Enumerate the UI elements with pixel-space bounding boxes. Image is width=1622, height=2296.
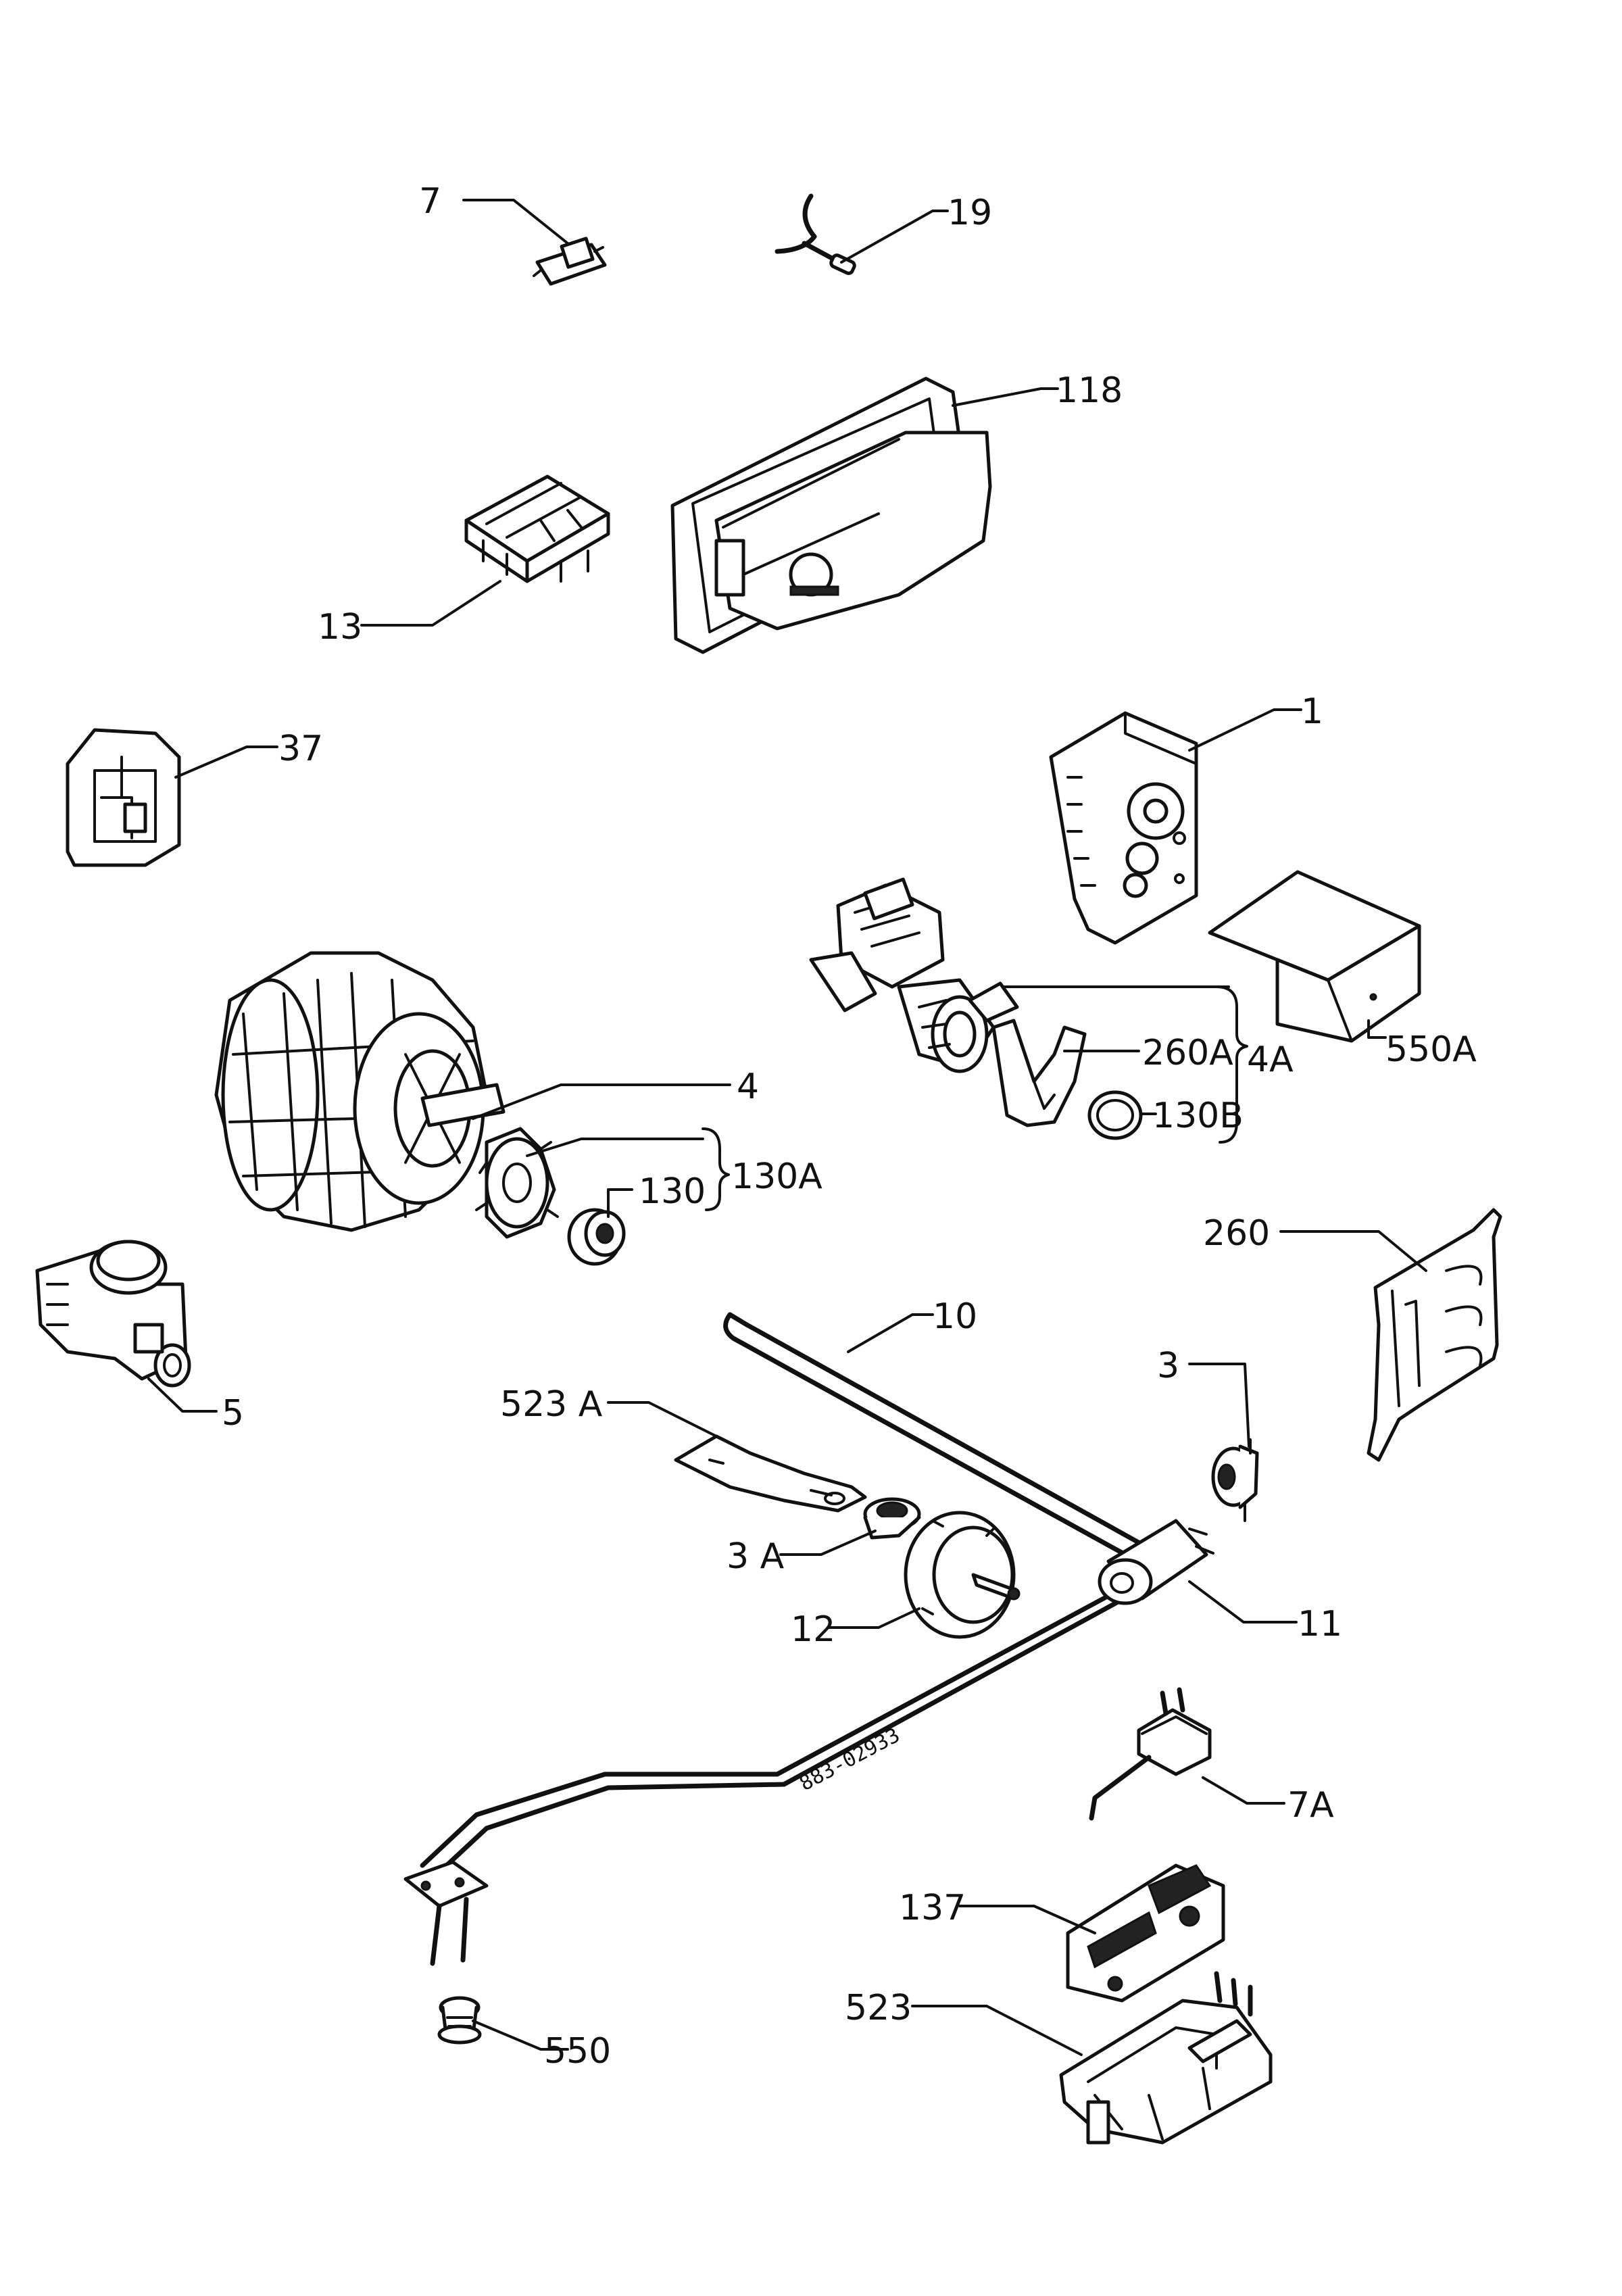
part-11-capacitor bbox=[1098, 1519, 1214, 1605]
callout-11: 11 bbox=[1298, 1604, 1342, 1644]
part-137-circuit-board bbox=[1066, 1863, 1225, 2003]
leader-137 bbox=[958, 1905, 1096, 1934]
leader-118 bbox=[952, 387, 1059, 407]
leader-550 bbox=[472, 2020, 569, 2051]
callout-7A: 7A bbox=[1287, 1785, 1334, 1826]
part-19-sensor-wire bbox=[775, 193, 856, 275]
callout-13: 13 bbox=[318, 607, 362, 648]
callout-5: 5 bbox=[222, 1393, 244, 1434]
part-4-motor bbox=[214, 951, 506, 1232]
callout-1: 1 bbox=[1301, 691, 1323, 732]
callout-3: 3 bbox=[1157, 1346, 1179, 1386]
leader-37 bbox=[174, 746, 278, 779]
part-118-dispenser bbox=[670, 376, 992, 654]
part-3-sensor bbox=[1211, 1438, 1259, 1522]
part-7-switch bbox=[533, 237, 607, 286]
callout-130B: 130B bbox=[1152, 1096, 1244, 1136]
callout-260: 260 bbox=[1203, 1213, 1270, 1254]
callout-12: 12 bbox=[791, 1609, 835, 1650]
leader-1 bbox=[1188, 708, 1302, 752]
part-550-plug bbox=[437, 1996, 482, 2045]
brace-4A bbox=[1215, 985, 1248, 1144]
leader-19 bbox=[840, 210, 949, 264]
part-1-timer bbox=[1049, 711, 1198, 945]
callout-550: 550 bbox=[544, 2031, 611, 2072]
leader-3 bbox=[1188, 1363, 1250, 1448]
callout-137: 137 bbox=[899, 1888, 966, 1928]
callout-523: 523 bbox=[845, 1988, 912, 2028]
leader-10 bbox=[847, 1313, 934, 1353]
callout-10: 10 bbox=[933, 1296, 977, 1337]
callout-130: 130 bbox=[639, 1171, 706, 1212]
leader-3A bbox=[779, 1530, 877, 1556]
part-130A-pulley bbox=[475, 1127, 559, 1239]
callout-523A: 523 A bbox=[500, 1384, 603, 1425]
leader-13 bbox=[360, 580, 501, 627]
part-5-inlet-valve bbox=[35, 1240, 191, 1388]
callout-7: 7 bbox=[419, 181, 441, 222]
part-130B-seal-ring bbox=[1087, 1090, 1143, 1140]
leader-5 bbox=[147, 1377, 218, 1413]
callout-3A: 3 A bbox=[727, 1536, 785, 1577]
leader-4 bbox=[472, 1083, 731, 1120]
leader-130 bbox=[607, 1188, 633, 1218]
callout-550A: 550A bbox=[1385, 1029, 1477, 1070]
callout-118: 118 bbox=[1056, 370, 1123, 411]
callout-37: 37 bbox=[278, 729, 323, 769]
part-37-cover bbox=[66, 728, 181, 867]
part-523-lock-housing bbox=[1059, 1971, 1273, 2145]
part-3A-thermostat bbox=[863, 1497, 921, 1540]
part-260-bracket bbox=[1367, 1208, 1502, 1462]
callout-4: 4 bbox=[737, 1067, 759, 1107]
leader-12 bbox=[827, 1607, 920, 1629]
leader-7 bbox=[462, 199, 569, 245]
leader-130A bbox=[526, 1138, 704, 1157]
callout-130A: 130A bbox=[731, 1156, 822, 1197]
leader-523A bbox=[607, 1401, 752, 1455]
leader-7A bbox=[1202, 1776, 1285, 1805]
callout-19: 19 bbox=[948, 193, 992, 233]
part-523A-bracket bbox=[674, 1434, 867, 1513]
part-550A-module-box bbox=[1208, 870, 1421, 1043]
part-130-bushing bbox=[567, 1208, 626, 1266]
callout-260A: 260A bbox=[1142, 1033, 1233, 1073]
leader-11 bbox=[1188, 1580, 1298, 1623]
leader-550A bbox=[1367, 1019, 1387, 1039]
part-12-pressure-switch bbox=[904, 1511, 1021, 1639]
leader-523 bbox=[911, 2005, 1083, 2056]
leader-260 bbox=[1279, 1230, 1427, 1272]
part-260A-bracket bbox=[991, 1019, 1087, 1127]
brace-130A bbox=[702, 1127, 730, 1211]
part-7A-microswitch bbox=[1089, 1687, 1212, 1821]
part-13-selector-switch bbox=[464, 474, 610, 583]
callout-4A: 4A bbox=[1247, 1040, 1294, 1080]
part-4A-valve-assembly bbox=[809, 877, 1019, 1073]
